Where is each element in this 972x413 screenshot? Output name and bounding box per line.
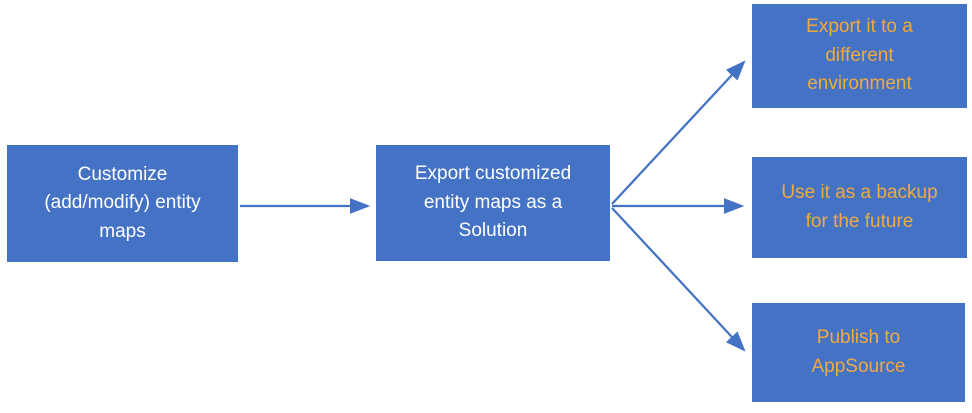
flow-box-export-as-solution: Export customized entity maps as a Solut… (376, 145, 610, 261)
arrow-solution-to-appsource (611, 207, 746, 352)
flow-box-customize-entity-maps: Customize (add/modify) entity maps (7, 145, 238, 262)
flow-box-publish-to-appsource: Publish to AppSource (752, 303, 965, 402)
flow-box-export-to-different-environment: Export it to a different environment (752, 4, 967, 108)
flow-box-use-as-backup: Use it as a backup for the future (752, 157, 967, 258)
arrow-solution-to-environment (611, 60, 746, 205)
